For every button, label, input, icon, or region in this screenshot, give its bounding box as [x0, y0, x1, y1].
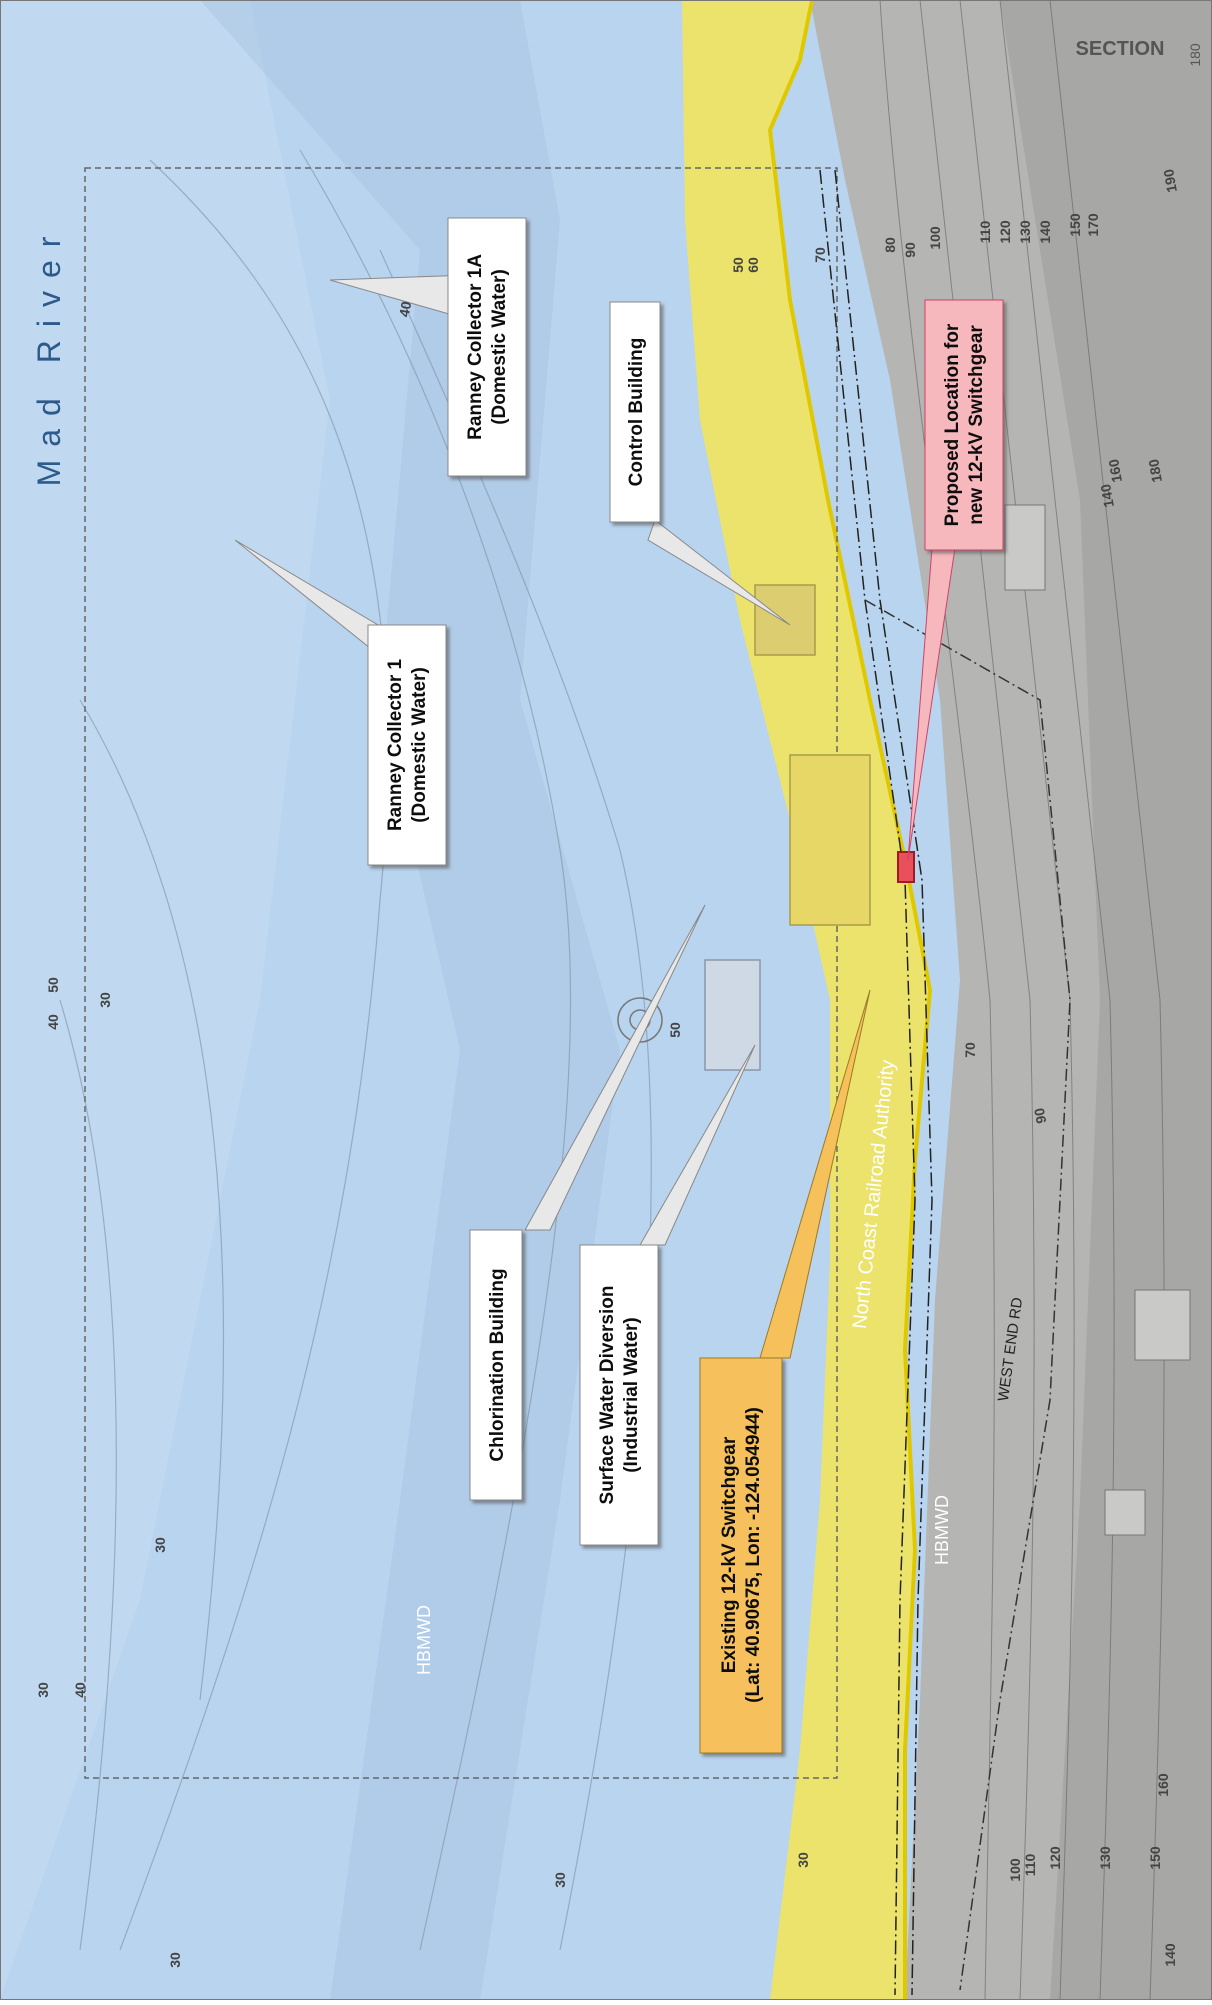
proposed-switchgear-marker	[897, 851, 915, 883]
callout-chlorination-building: Chlorination Building	[469, 1229, 523, 1501]
contour-label: 160	[1155, 1773, 1171, 1797]
hillside-shade	[1000, 0, 1212, 2000]
contour-label: 140	[1037, 220, 1053, 244]
plant-building-footprint	[789, 754, 871, 926]
yellow-zone	[682, 0, 930, 2000]
proposed-switchgear-title: Proposed Location for	[942, 323, 963, 526]
contour-label: 170	[1085, 213, 1101, 237]
ranney-1-subtitle: (Domestic Water)	[409, 667, 430, 823]
ranney-1-title: Ranney Collector 1	[385, 659, 406, 832]
contour-label: 90	[1031, 1107, 1049, 1125]
contour-label: 120	[997, 220, 1013, 244]
chlorination-building-label: Chlorination Building	[487, 1268, 508, 1461]
river-label: Mad River	[31, 224, 67, 487]
surface-water-title: Surface Water Diversion	[597, 1286, 618, 1505]
contour-label: 160	[1105, 458, 1125, 484]
contour-label: 180	[1145, 458, 1165, 484]
control-building-footprint	[754, 584, 816, 656]
contour-label: 60	[745, 257, 761, 273]
structure	[1134, 1289, 1191, 1361]
callout-proposed-switchgear: Proposed Location for new 12-kV Switchge…	[924, 299, 1004, 551]
contour-elevation-labels: 40 50 40 30 50 30 30 40 30 30 30 50 60 7…	[35, 168, 1180, 1968]
contour-label: 30	[552, 1872, 568, 1888]
existing-switchgear-title: Existing 12-kV Switchgear	[719, 1436, 740, 1673]
contour-label: 110	[1022, 1853, 1038, 1876]
contour-label: 130	[1017, 220, 1033, 244]
contour-label: 80	[882, 237, 898, 253]
contour-label: 140	[1162, 1943, 1178, 1967]
hbmwd-label: HBMWD	[932, 1495, 952, 1565]
railroad-row	[819, 169, 916, 1996]
structure	[1004, 504, 1046, 591]
contour-label: 50	[45, 977, 61, 993]
contour-label: 70	[962, 1042, 978, 1058]
contour-label: 150	[1147, 1846, 1163, 1870]
callout-control-building: Control Building	[609, 301, 661, 523]
structure	[1104, 1489, 1146, 1536]
section-label: SECTION	[1076, 38, 1165, 60]
callout-ranney-1a: Ranney Collector 1A (Domestic Water)	[447, 217, 527, 477]
contour-label: 100	[927, 226, 943, 250]
callout-surface-water-diversion: Surface Water Diversion (Industrial Wate…	[579, 1244, 659, 1546]
hbmwd-label: HBMWD	[414, 1605, 434, 1675]
callout-existing-switchgear: Existing 12-kV Switchgear (Lat: 40.90675…	[699, 1357, 783, 1754]
contour-label: 70	[812, 247, 828, 263]
contour-label: 50	[730, 257, 746, 273]
contour-label: 30	[795, 1852, 811, 1868]
contour-label: 120	[1047, 1846, 1063, 1870]
contour-label: 110	[977, 220, 993, 243]
contour-label: 40	[45, 1014, 61, 1030]
contour-label: 30	[35, 1682, 51, 1698]
contour-label: 40	[396, 300, 414, 318]
contour-label: 150	[1067, 213, 1083, 237]
contour-label: 40	[72, 1682, 88, 1698]
railroad-row-2	[834, 169, 933, 1996]
contour-label: 140	[1097, 483, 1117, 509]
control-building-label: Control Building	[626, 338, 647, 487]
contour-label: 100	[1007, 1858, 1023, 1882]
leader-lines	[234, 274, 791, 1246]
existing-switchgear-coordinates: (Lat: 40.90675, Lon: -124.054944)	[743, 1407, 764, 1703]
ranney-1a-subtitle: (Domestic Water)	[489, 269, 510, 425]
contour-label: 50	[667, 1022, 683, 1038]
contour-label: 30	[152, 1537, 168, 1553]
proposed-switchgear-subtitle: new 12-kV Switchgear	[966, 325, 987, 525]
hbmwd-parcel-boundary	[84, 167, 838, 1779]
contour-label: 30	[167, 1952, 183, 1968]
surface-water-subtitle: (Industrial Water)	[621, 1317, 642, 1473]
road-line	[864, 599, 1071, 1991]
section-number: 180	[1187, 43, 1203, 67]
contour-label: 190	[1160, 168, 1180, 194]
callout-ranney-1: Ranney Collector 1 (Domestic Water)	[367, 624, 447, 866]
river-channel-light	[0, 0, 330, 2000]
contour-label: 90	[902, 242, 918, 258]
contour-label: 130	[1097, 1846, 1113, 1870]
ranney-1a-title: Ranney Collector 1A	[465, 254, 486, 440]
contour-label: 30	[97, 992, 113, 1008]
